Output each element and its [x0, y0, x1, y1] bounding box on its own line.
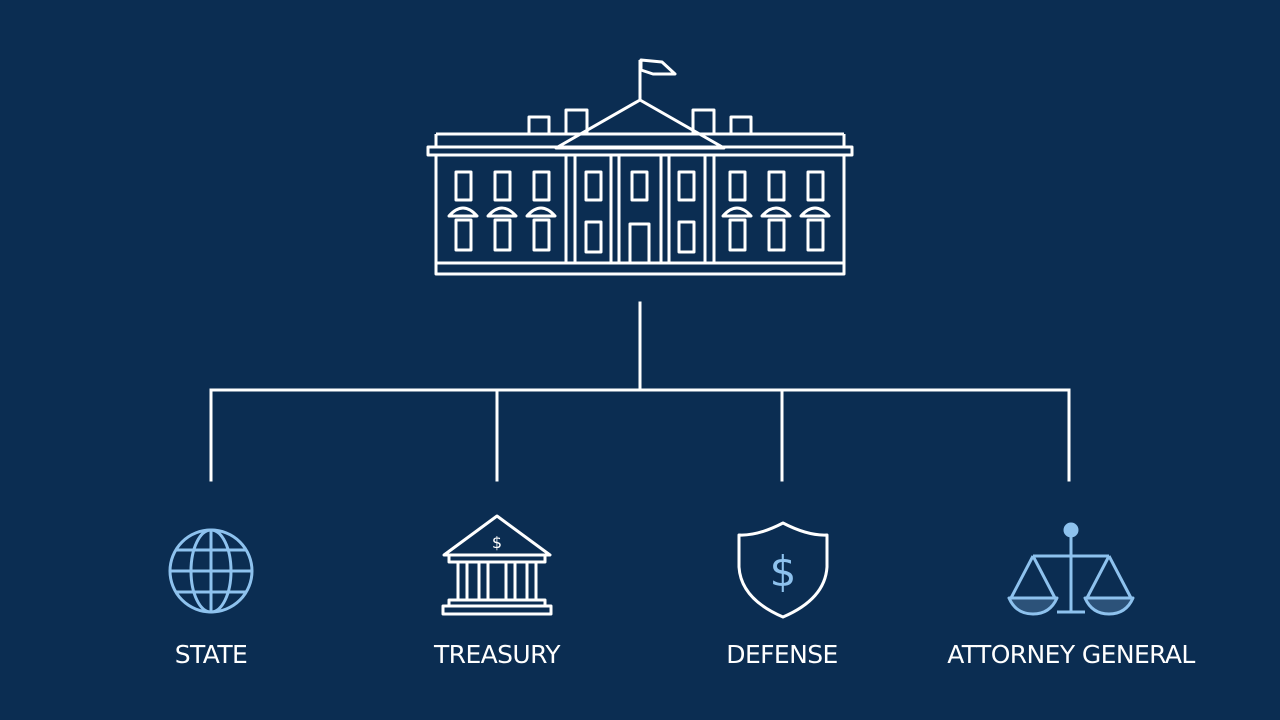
globe-icon	[168, 528, 254, 614]
dollar-sign-icon: $	[770, 547, 797, 596]
white-house-icon	[426, 58, 854, 276]
dollar-sign-icon: $	[492, 533, 502, 552]
bank-building-icon: $	[441, 514, 553, 616]
chimney	[729, 115, 753, 136]
department-label-defense: DEFENSE	[726, 640, 838, 669]
building-base	[434, 261, 846, 276]
department-label-state: STATE	[174, 640, 248, 669]
department-label-attorney-general: ATTORNEY GENERAL	[947, 640, 1195, 669]
shield-dollar-icon: $	[737, 521, 829, 619]
chimney	[527, 115, 551, 136]
department-label-treasury: TREASURY	[434, 640, 561, 669]
connector-lines	[209, 301, 1071, 482]
pediment	[554, 98, 726, 150]
flag-icon	[639, 58, 677, 76]
door	[628, 222, 651, 265]
scales-of-justice-icon	[1007, 522, 1135, 616]
